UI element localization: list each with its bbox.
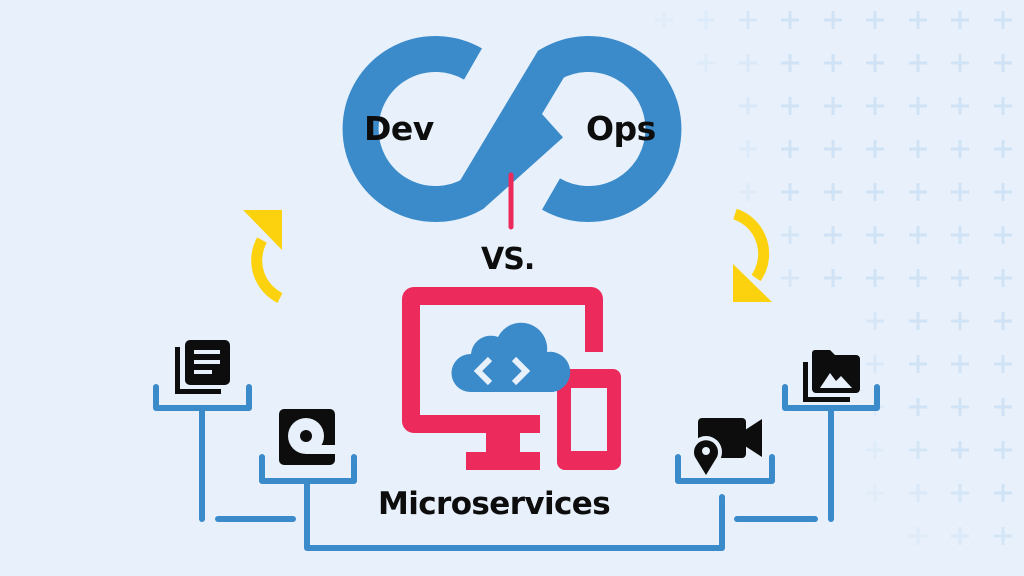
vs-label: VS. <box>481 242 535 277</box>
phone-icon <box>557 369 621 470</box>
microservices-label: Microservices <box>378 486 611 522</box>
cloud-code-icon <box>451 322 571 392</box>
connector-lines <box>153 384 880 551</box>
infinity-loop-icon <box>342 36 682 222</box>
curved-arrow-down-icon <box>733 208 772 302</box>
video-location-icon <box>690 418 762 475</box>
documents-stack-icon <box>175 340 230 394</box>
curved-arrow-up-icon <box>243 210 283 303</box>
image-folder-stack-icon <box>803 350 860 402</box>
disk-drive-icon <box>279 409 335 465</box>
dev-label: Dev <box>364 109 434 148</box>
monitor-icon <box>402 287 603 470</box>
ops-label: Ops <box>586 109 656 148</box>
